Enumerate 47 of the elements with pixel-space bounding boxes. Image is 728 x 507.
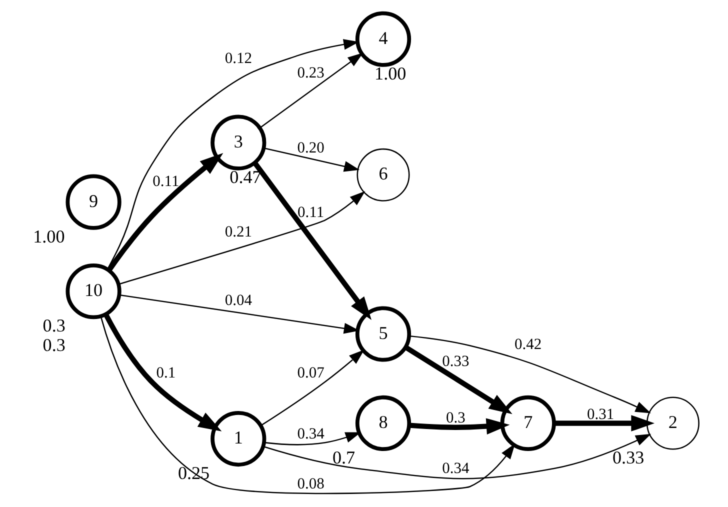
arrow: [118, 191, 365, 285]
arrow: [252, 162, 372, 320]
node-circle: 5: [354, 306, 411, 362]
arrow: [106, 153, 223, 272]
node-circle: 4: [354, 11, 411, 67]
arrow: [260, 350, 364, 426]
arrow: [106, 39, 359, 270]
edge-label: 0.21: [224, 223, 252, 240]
edge-label: 0.04: [224, 292, 252, 310]
arrow: [100, 316, 515, 494]
edge-label: 0.31: [586, 406, 614, 423]
node-label: 0.7: [332, 448, 355, 468]
node-circle: 3: [210, 114, 266, 170]
edge-label: 0.08: [296, 476, 324, 493]
edge-label: 0.3: [445, 410, 465, 427]
edge-label: 0.23: [296, 64, 324, 82]
edge-label: 0.11: [152, 173, 179, 190]
arrow: [262, 434, 651, 480]
node-label: 0.3: [42, 335, 65, 356]
edge-label: 0.34: [442, 460, 469, 478]
arrow: [408, 335, 650, 414]
node-label: 1.00: [32, 226, 64, 246]
arrow: [118, 294, 359, 334]
edge-label: 0.1: [156, 364, 176, 382]
arrow: [404, 344, 512, 414]
edge-label: 0.33: [442, 352, 469, 370]
node-label: 0.33: [612, 448, 644, 468]
node-circle: 8: [354, 395, 411, 452]
node-circle: 2: [646, 396, 699, 450]
edge-label: 0.34: [296, 425, 324, 442]
node-circle: 9: [65, 174, 121, 230]
arrow: [264, 432, 360, 446]
edge-label: 0.20: [296, 139, 324, 156]
node-circle: 10: [65, 264, 121, 320]
node-label: 0.3: [42, 316, 65, 336]
edge-label: 0.07: [296, 364, 324, 382]
node-circle: 7: [500, 395, 556, 452]
arrow: [408, 418, 510, 435]
arrow: [554, 415, 654, 432]
edge-label: 0.12: [224, 50, 252, 68]
node-circle: 1: [210, 410, 266, 467]
node-circle: 6: [356, 148, 410, 202]
edge-label: 0.11: [297, 204, 324, 222]
edge-label: 0.42: [514, 336, 542, 354]
arrow: [259, 52, 363, 128]
arrow: [263, 147, 360, 172]
arrow: [103, 313, 222, 432]
